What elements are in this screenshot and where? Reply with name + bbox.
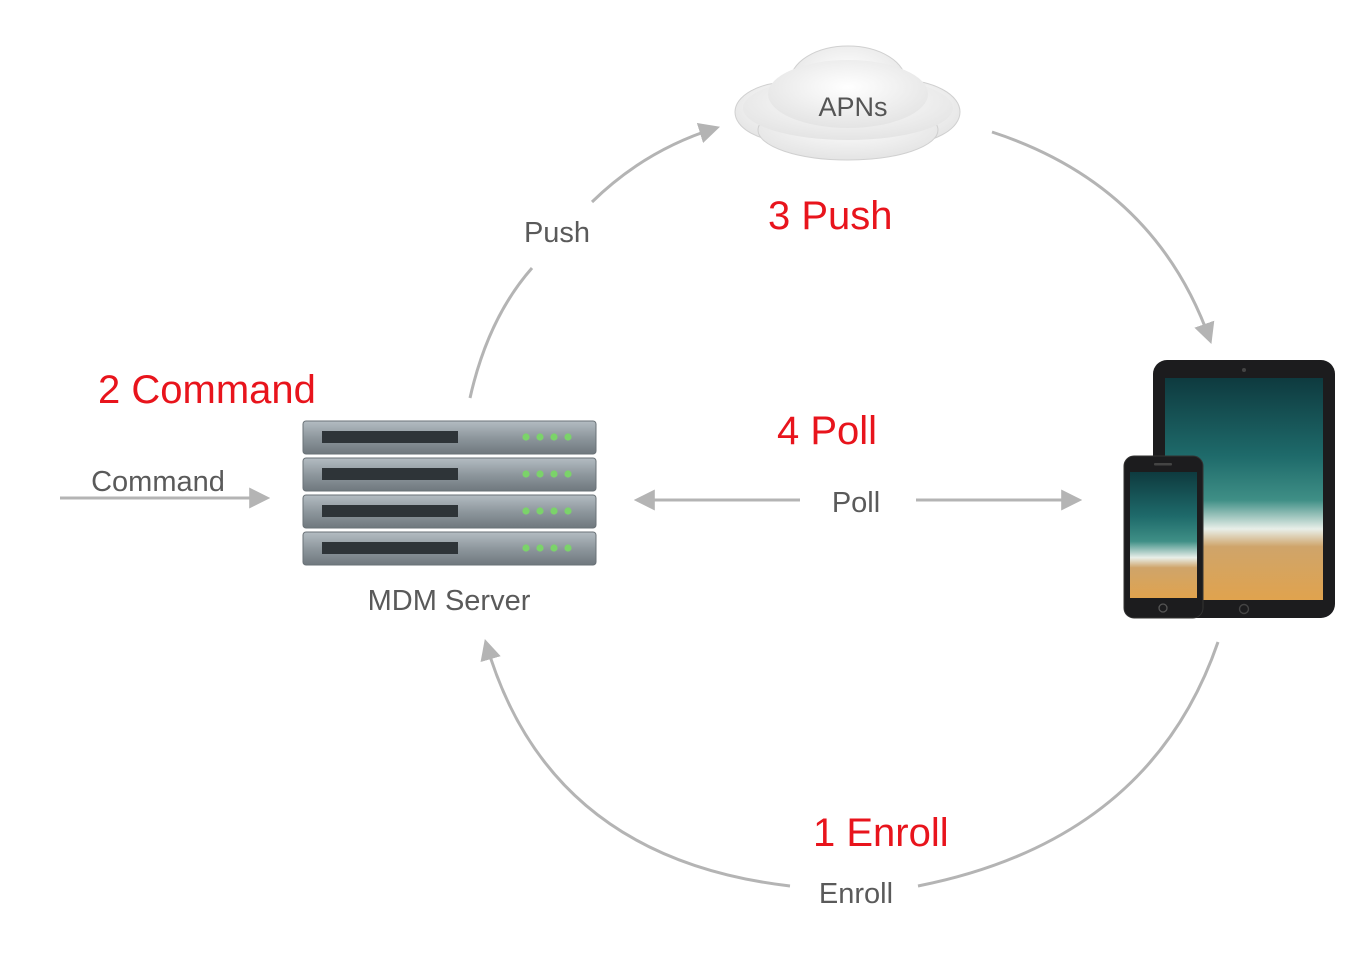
poll-label: Poll bbox=[832, 487, 880, 519]
apns-cloud-icon bbox=[734, 45, 961, 161]
apns-to-device-arrow bbox=[991, 130, 1215, 344]
server-unit bbox=[302, 457, 597, 492]
server-unit bbox=[302, 531, 597, 566]
enroll-arrow-right bbox=[917, 641, 1220, 888]
mdm-server-icon bbox=[302, 420, 597, 566]
enroll-arrow-left bbox=[480, 638, 791, 888]
apns-label: APNs bbox=[818, 92, 887, 122]
server-unit bbox=[302, 420, 597, 455]
server-unit bbox=[302, 494, 597, 529]
command-label: Command bbox=[91, 466, 225, 498]
enroll-label: Enroll bbox=[819, 878, 893, 910]
iphone-icon bbox=[1123, 455, 1204, 619]
push-arrow-upper bbox=[590, 122, 721, 204]
push-arrow-lower bbox=[468, 267, 534, 399]
step-4-poll: 4 Poll bbox=[777, 409, 877, 453]
push-label: Push bbox=[524, 217, 590, 249]
step-3-push: 3 Push bbox=[768, 194, 893, 238]
step-1-enroll: 1 Enroll bbox=[813, 811, 949, 855]
step-2-command: 2 Command bbox=[98, 368, 316, 412]
mdm-server-label: MDM Server bbox=[368, 585, 531, 617]
